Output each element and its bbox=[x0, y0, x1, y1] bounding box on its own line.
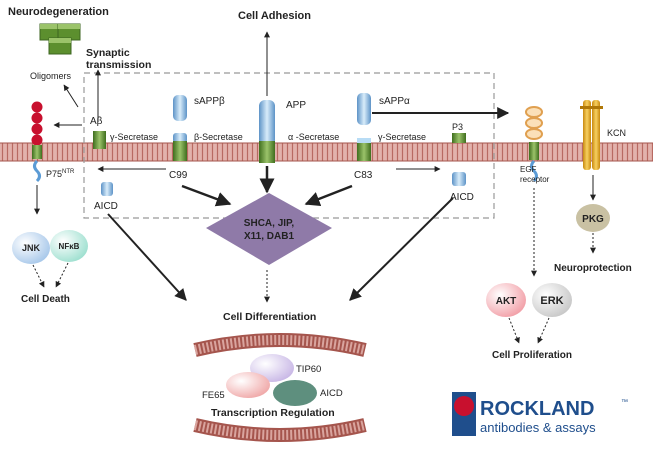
kcn-channel-icon bbox=[580, 100, 603, 170]
gamma-secretase-right-label: γ-Secretase bbox=[378, 132, 426, 142]
nfkb-label: NFκB bbox=[59, 242, 80, 251]
egf-receptor-icon bbox=[525, 106, 543, 183]
sappa-label: sAPPα bbox=[379, 96, 410, 107]
egf-label-line1: EGF bbox=[520, 165, 537, 174]
jnk-node bbox=[12, 232, 50, 264]
c83-fragment-icon bbox=[357, 138, 371, 161]
nfkb-node bbox=[50, 230, 88, 262]
adaptor-label-line2: X11, DAB1 bbox=[244, 231, 294, 242]
aicd-left-icon bbox=[101, 182, 113, 196]
c99-label: C99 bbox=[169, 170, 188, 181]
rockland-logo: ROCKLAND ™ antibodies & assays bbox=[452, 392, 628, 436]
aicd-nuclear-node bbox=[273, 380, 317, 406]
erk-node bbox=[532, 283, 572, 317]
transcription-regulation-label: Transcription Regulation bbox=[211, 407, 335, 419]
fe65-node bbox=[226, 372, 270, 398]
sappb-fragment-icon bbox=[173, 95, 187, 121]
abeta-fragment-icon bbox=[93, 131, 106, 149]
sappb-label: sAPPβ bbox=[194, 96, 225, 107]
aicd-right-label: AICD bbox=[450, 192, 474, 203]
kcn-label: KCN bbox=[607, 128, 626, 138]
alpha-secretase-label: α -Secretase bbox=[288, 132, 339, 142]
synaptic-label-line2: transmission bbox=[86, 59, 151, 71]
p3-label: P3 bbox=[452, 122, 463, 132]
aicd-left-label: AICD bbox=[94, 201, 118, 212]
c99-fragment-icon bbox=[173, 133, 187, 161]
aicd-nuclear-label: AICD bbox=[320, 388, 343, 399]
cell-differentiation-label: Cell Differentiation bbox=[223, 311, 316, 323]
logo-tagline: antibodies & assays bbox=[480, 420, 596, 435]
p75-label: P75NTR bbox=[46, 169, 75, 179]
cell-adhesion-label: Cell Adhesion bbox=[238, 10, 311, 22]
p3-fragment-icon bbox=[452, 133, 466, 143]
aicd-right-icon bbox=[452, 172, 466, 186]
logo-name: ROCKLAND bbox=[480, 398, 594, 420]
arrows bbox=[32, 31, 596, 344]
erk-label: ERK bbox=[540, 295, 563, 307]
beta-secretase-label: β-Secretase bbox=[194, 132, 243, 142]
app-protein-icon bbox=[259, 100, 275, 163]
pkg-label: PKG bbox=[582, 214, 604, 225]
adaptor-label-line1: SHCA, JIP, bbox=[244, 218, 295, 229]
app-label: APP bbox=[286, 100, 306, 111]
dna-strand-top bbox=[193, 333, 367, 357]
cell-death-label: Cell Death bbox=[21, 294, 70, 305]
fe65-label: FE65 bbox=[202, 390, 225, 401]
oligomers-label: Oligomers bbox=[30, 71, 72, 81]
abeta-label: Aβ bbox=[90, 116, 103, 127]
p75-receptor-icon bbox=[31, 101, 43, 183]
dna-strand-bottom bbox=[193, 418, 367, 442]
c83-label: C83 bbox=[354, 170, 373, 181]
tip60-label: TIP60 bbox=[296, 364, 321, 375]
egf-label-line2: receptor bbox=[520, 175, 550, 184]
oligomer-cubes-icon bbox=[39, 23, 81, 55]
logo-tm: ™ bbox=[621, 399, 628, 406]
cell-proliferation-label: Cell Proliferation bbox=[492, 350, 572, 361]
neurodegeneration-label: Neurodegeneration bbox=[8, 6, 109, 18]
akt-label: AKT bbox=[496, 296, 517, 307]
gamma-secretase-left-label: γ-Secretase bbox=[110, 132, 158, 142]
neuroprotection-label: Neuroprotection bbox=[554, 263, 632, 274]
sappa-fragment-icon bbox=[357, 93, 371, 125]
akt-node bbox=[486, 283, 526, 317]
pkg-node bbox=[576, 204, 610, 232]
jnk-label: JNK bbox=[22, 243, 41, 253]
adaptor-diamond bbox=[206, 193, 332, 265]
plasma-membrane bbox=[0, 142, 653, 162]
synaptic-label-line1: Synaptic bbox=[86, 47, 130, 59]
